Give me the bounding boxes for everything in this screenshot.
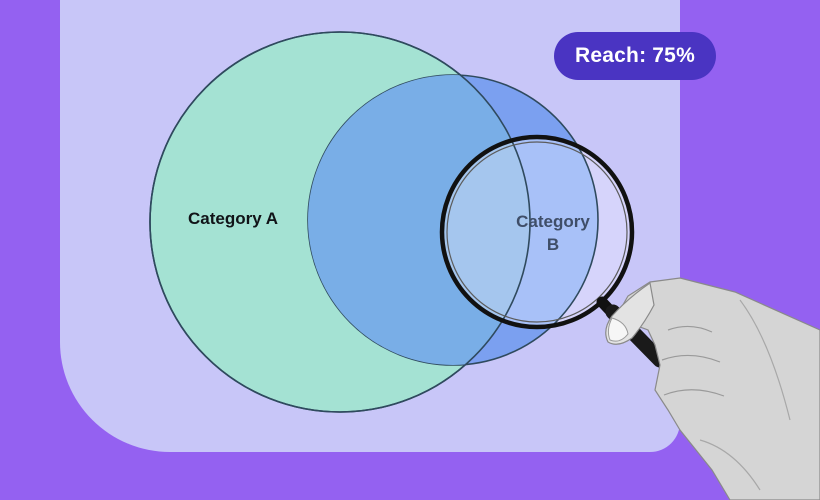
set-b-label: Category [516, 212, 590, 231]
reach-badge: Reach: 75% [554, 32, 716, 80]
hand-image [605, 277, 820, 500]
set-b-label-line2: B [547, 235, 559, 254]
set-a-label: Category A [188, 209, 278, 228]
